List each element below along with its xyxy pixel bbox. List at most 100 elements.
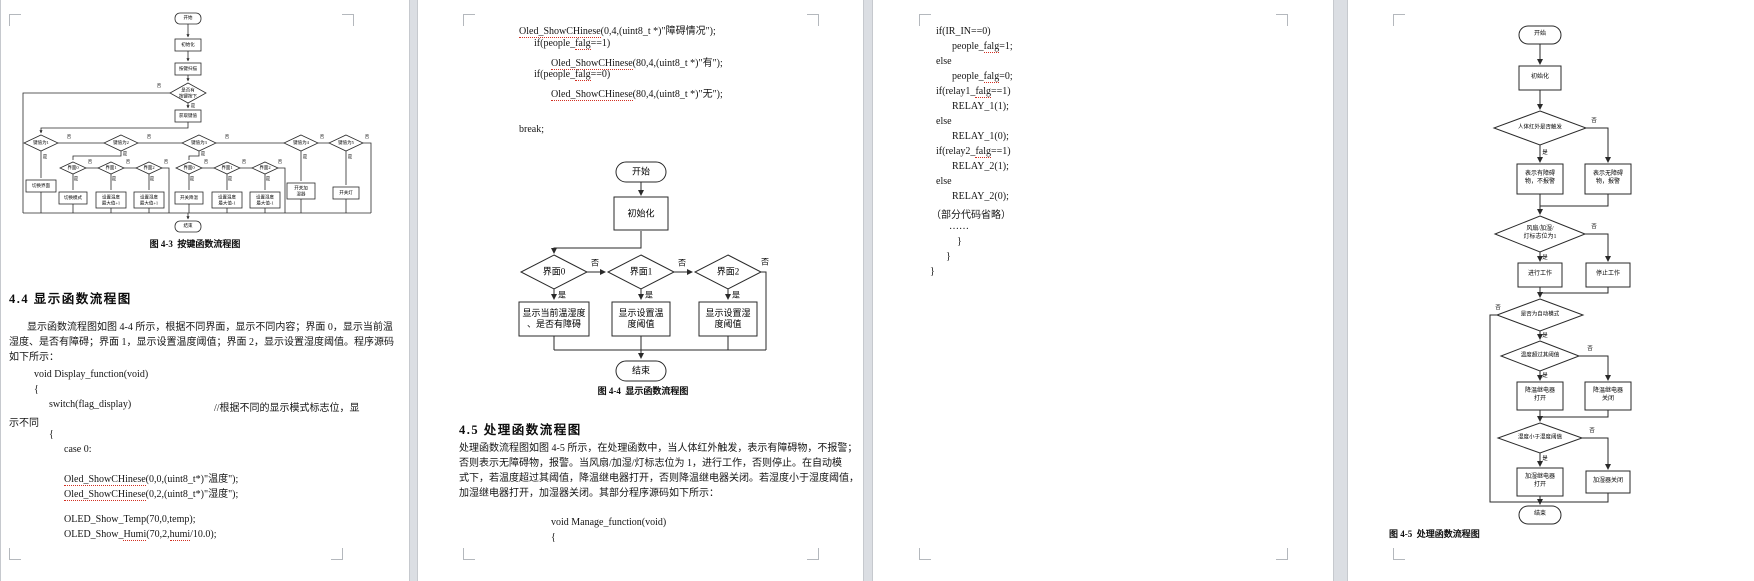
spellcheck-word: falg <box>575 69 591 81</box>
margin-mark <box>9 548 21 560</box>
fc3-node-obstacle-no: 表示无障碍 物，报警 <box>1592 171 1624 185</box>
code-text: if(relay2_ <box>936 146 976 157</box>
code-line: OLED_Show_Humi(70,2,humi/10.0); <box>64 529 217 541</box>
fc2-yes-label: 是 <box>732 290 740 300</box>
code-text: if(people_ <box>534 38 576 49</box>
code-line: { <box>34 384 39 395</box>
document-page-3[interactable]: if(IR_IN==0) people_falg=1; else people_… <box>872 0 1334 581</box>
fc1-no-label: 否 <box>277 159 283 164</box>
fc1-node-ui2: 界面2 <box>143 165 155 171</box>
fc1-yes-label: 是 <box>302 154 308 159</box>
margin-mark <box>1393 548 1405 560</box>
fc3-no-label: 否 <box>1591 118 1597 124</box>
spellcheck-word: falg <box>975 146 991 158</box>
fc1-no-label: 否 <box>364 134 370 139</box>
code-line: people_falg=1; <box>952 41 1013 53</box>
paragraph-line: 加湿继电器打开，加湿器关闭。其部分程序源码如下所示： <box>459 488 719 499</box>
code-line: RELAY_2(1); <box>952 161 1009 172</box>
fc2-node-start: 开始 <box>631 166 651 177</box>
code-text: (80,4,(uint8_t *)"有"); <box>632 58 723 69</box>
fc1-yes-label: 是 <box>73 176 79 181</box>
document-page-1[interactable]: 开始 初始化 按键扫描 是否有 按键按下 获取键值 键值为1 键值为2 键值为3… <box>0 0 410 581</box>
fc2-no-label: 否 <box>591 258 599 268</box>
fc1-yes-label: 是 <box>190 103 196 108</box>
code-line: { <box>49 429 54 440</box>
fc1-no-label: 否 <box>241 159 247 164</box>
fc1-yes-label: 是 <box>347 154 353 159</box>
fc3-node-start: 开始 <box>1533 31 1547 38</box>
fc1-node-ui2b: 界面2 <box>259 165 271 171</box>
margin-mark <box>331 548 343 560</box>
paragraph-line: 显示函数流程图如图 4-4 所示，根据不同界面，显示不同内容；界面 0，显示当前… <box>27 322 393 333</box>
fc3-node-humi-under: 湿度小于湿度阈值 <box>1517 434 1563 441</box>
code-line: else <box>936 116 952 127</box>
flowchart-key-function: 开始 初始化 按键扫描 是否有 按键按下 获取键值 键值为1 键值为2 键值为3… <box>9 8 381 240</box>
code-text: =1; <box>999 41 1013 52</box>
margin-mark <box>9 14 21 26</box>
fc3-node-end: 结束 <box>1533 511 1547 518</box>
margin-mark <box>919 548 931 560</box>
fc1-node-switch-mode: 切换模式 <box>64 195 82 201</box>
spellcheck-word: Oled_ShowCHinese <box>64 489 146 501</box>
fc2-node-show-humi-th: 显示设置湿 度阈值 <box>705 307 751 329</box>
code-line: （部分代码省略） <box>931 210 1011 221</box>
flowchart-manage-function: 开始 初始化 人体红外是否触发 表示有障碍 物，不报警 表示无障碍 物，报警 风… <box>1468 18 1668 530</box>
fc3-no-label: 否 <box>1495 305 1501 311</box>
fc1-node-k3: 键值为3 <box>191 140 207 146</box>
code-line: else <box>936 56 952 67</box>
code-line: void Display_function(void) <box>34 369 149 380</box>
code-text: if(people_ <box>534 69 576 80</box>
paragraph-line: 式下，若温度超过其阈值，降温继电器打开，否则降温继电器关闭。若湿度小于湿度阈值， <box>459 473 859 484</box>
fc3-node-ir-triggered: 人体红外是否触发 <box>1517 124 1563 131</box>
fc1-node-k2: 键值为2 <box>113 140 129 146</box>
fc3-node-auto-mode: 是否为自动模式 <box>1520 311 1560 318</box>
fc1-node-temp-inc: 设置温度 最大值+1 <box>101 194 121 205</box>
fc1-node-init: 初始化 <box>181 42 195 48</box>
margin-mark <box>919 14 931 26</box>
fc2-yes-label: 是 <box>645 290 653 300</box>
code-text: (70,2, <box>146 529 170 540</box>
code-line: …… <box>949 221 969 232</box>
fc1-no-label: 否 <box>125 159 131 164</box>
fc1-node-k1: 键值为1 <box>33 140 49 146</box>
fc1-node-ui1b: 界面1 <box>221 165 233 171</box>
figure-caption-4-4: 图 4-4 显示函数流程图 <box>597 386 689 396</box>
code-text: =0; <box>999 71 1013 82</box>
fc3-node-obstacle-yes: 表示有障碍 物，不报警 <box>1524 171 1556 185</box>
code-text: ==0) <box>590 69 611 80</box>
fc1-yes-label: 是 <box>189 176 195 181</box>
fc1-yes-label: 是 <box>227 176 233 181</box>
document-page-2[interactable]: Oled_ShowCHinese (0,4,(uint8_t *)"障碍情况");… <box>417 0 864 581</box>
code-line: } <box>930 266 935 277</box>
fc1-node-end: 结束 <box>183 223 193 229</box>
fc1-no-label: 否 <box>224 134 230 139</box>
fc1-yes-label: 是 <box>42 154 48 159</box>
fc3-node-stop-work: 停止工作 <box>1595 271 1621 278</box>
code-line: RELAY_2(0); <box>952 191 1009 202</box>
code-line: else <box>936 176 952 187</box>
code-text: ==1) <box>590 38 611 49</box>
fc1-node-get-key: 获取键值 <box>179 113 197 119</box>
fc1-node-ui0b: 界面0 <box>183 165 195 171</box>
code-line: if(people_falg==1) <box>534 38 611 50</box>
code-line: if(IR_IN==0) <box>936 26 991 37</box>
code-line: Oled_ShowCHinese(80,4,(uint8_t *)"无"); <box>551 85 723 101</box>
fc1-node-start: 开始 <box>183 15 193 21</box>
fc1-no-label: 否 <box>319 134 325 139</box>
document-page-4[interactable]: 开始 初始化 人体红外是否触发 表示有障碍 物，不报警 表示无障碍 物，报警 风… <box>1347 0 1754 581</box>
fc3-node-temp-over: 温度超过其阈值 <box>1520 352 1560 359</box>
spellcheck-word: Oled_ShowCHinese <box>551 89 633 101</box>
margin-mark <box>463 548 475 560</box>
section-heading-4-5: 4.5 处理函数流程图 <box>459 423 582 437</box>
code-line: if(people_falg==0) <box>534 69 611 81</box>
margin-mark <box>1276 548 1288 560</box>
fc3-no-label: 否 <box>1587 346 1593 352</box>
fc3-node-cool-relay-off: 降温继电器 关闭 <box>1592 388 1624 402</box>
fc3-node-cool-relay-on: 降温继电器 打开 <box>1524 388 1556 402</box>
fc1-no-label: 否 <box>66 134 72 139</box>
spellcheck-word: humi <box>169 529 191 541</box>
code-line: Oled_ShowCHinese(80,4,(uint8_t *)"有"); <box>551 54 723 70</box>
code-text: /10.0); <box>190 529 217 540</box>
code-text: (0,4,(uint8_t *)"障碍情况"); <box>600 26 716 37</box>
fc1-node-humi-inc: 设置湿度 最大值+1 <box>139 194 159 205</box>
